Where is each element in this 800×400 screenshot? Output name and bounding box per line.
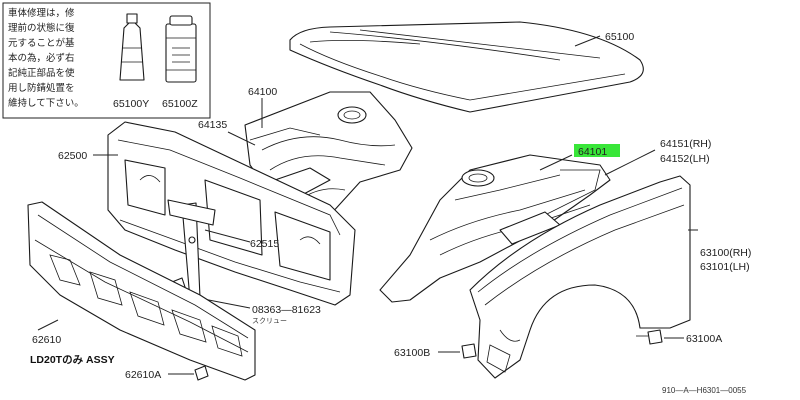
label-64135: 64135 [198, 119, 227, 131]
leader-62610 [37, 319, 59, 331]
label-08363: 08363—81623 [252, 304, 321, 316]
label-08363-kana: スクリュー [252, 317, 287, 325]
note-line-1: 車体修理は，修 [8, 7, 75, 19]
leader-65100 [574, 35, 601, 47]
note-line-2: 理前の状態に復 [8, 22, 75, 34]
front-fender [469, 175, 691, 379]
bolt-icon [636, 329, 663, 345]
label-62500: 62500 [58, 150, 87, 162]
hoodledge-reinforcement [379, 154, 611, 303]
note-line-6: 用し防錆処置を [8, 82, 75, 94]
label-64101: 64101 [578, 146, 607, 158]
leader-64151 [604, 149, 656, 176]
radiator-core-support [107, 121, 356, 306]
label-65100z: 65100Z [162, 98, 198, 110]
note-line-5: 記純正部品を使 [8, 67, 75, 79]
spray-can-icon [165, 15, 197, 83]
note-line-3: 元することが基 [8, 37, 75, 49]
label-65100: 65100 [605, 31, 634, 43]
note-line-4: 本の為，必ず右 [8, 52, 75, 64]
leader-64135 [227, 131, 256, 146]
label-62610a: 62610A [125, 369, 161, 381]
highlight-64101 [574, 144, 620, 157]
label-63101: 63101(LH) [700, 261, 750, 273]
diagram-code: 910—A—H6301—0055 [662, 386, 747, 395]
note-line-7: 維持して下さい。 [8, 97, 84, 109]
label-64151: 64151(RH) [660, 138, 711, 150]
sealant-tube-icon [119, 13, 145, 81]
label-ld20t-assy: LD20Tのみ ASSY [30, 354, 115, 366]
label-63100b: 63100B [394, 347, 430, 359]
fender-clip-icon [461, 343, 477, 359]
label-64152: 64152(LH) [660, 153, 710, 165]
label-64100: 64100 [248, 86, 277, 98]
leader-64101 [539, 154, 573, 171]
label-63100a: 63100A [686, 333, 722, 345]
label-62515: 62515 [250, 238, 279, 250]
leader-62515 [204, 229, 251, 243]
hood-panel [289, 21, 644, 113]
label-65100y: 65100Y [113, 98, 149, 110]
clip-icon [194, 365, 209, 381]
front-grille-panel [27, 201, 256, 381]
label-63100: 63100(RH) [700, 247, 751, 259]
label-62610: 62610 [32, 334, 61, 346]
